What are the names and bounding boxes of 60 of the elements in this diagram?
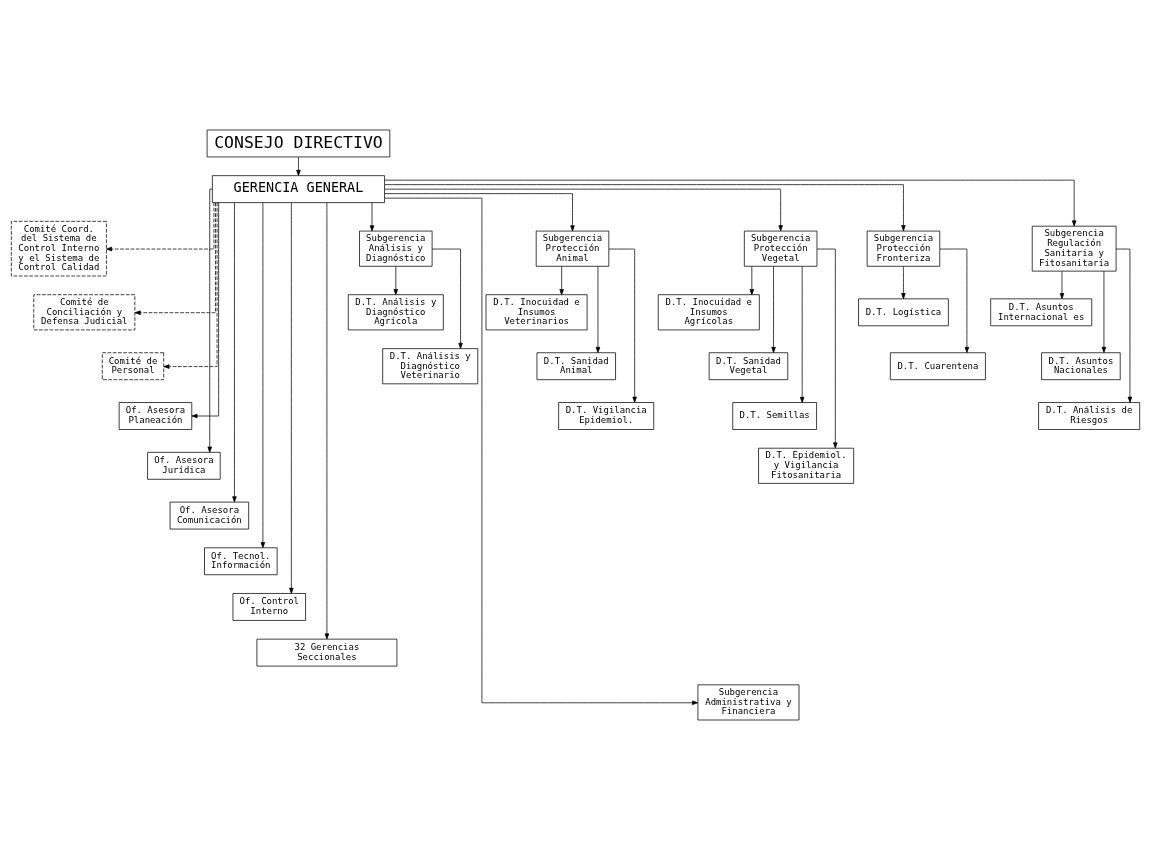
arrow (595, 265, 601, 353)
node-box: D.T. Inocuidad e Insumos Veterinarios (485, 294, 588, 331)
node-box: Comité Coord. del Sistema de Control Interno y el Sistema de Control Calidad (10, 220, 107, 277)
arrow (369, 202, 375, 232)
arrow (384, 193, 575, 232)
arrow (816, 248, 838, 449)
arrow (749, 266, 755, 296)
arrow (134, 202, 216, 315)
node-box: Of. Tecnol. Información (204, 547, 278, 576)
arrow (384, 184, 906, 232)
node-box: Of. Asesora Planeación (118, 402, 193, 430)
arrow (232, 202, 237, 503)
node-box: D.T. Semillas (732, 402, 817, 430)
arrow (384, 197, 699, 705)
node-box: Comité de Conciliación y Defensa Judicial (33, 294, 136, 331)
node-box: 32 Gerencias Seccionales (256, 638, 398, 667)
node-box: D.T. Análisis y Diagnóstico Veterinario (382, 348, 479, 385)
arrow (901, 266, 906, 300)
arrow (296, 156, 301, 176)
node-box: Of. Asesora Jurídica (147, 451, 221, 480)
arrow (1059, 270, 1065, 300)
node-box: D.T. Sanidad Animal (536, 352, 616, 381)
node-box: Comité de Personal (101, 352, 165, 381)
node-box: D.T. Cuarentena (889, 352, 986, 381)
node-box: D.T. Asuntos Internacional es (990, 298, 1093, 327)
arrow (324, 202, 330, 640)
arrow (1101, 270, 1107, 353)
node-box: Subgerencia Protección Animal (535, 230, 610, 267)
node-box: Subgerencia Análisis y Diagnóstico (359, 230, 433, 267)
node-box: D.T. Vigilancia Epidemiol. (558, 402, 655, 430)
node-box: D.T. Epidemiol. y Vigilancia Fitosanitaria (758, 447, 855, 484)
arrow (289, 202, 294, 594)
node-box: D.T. Asuntos Nacionales (1041, 352, 1121, 381)
arrow (384, 179, 1077, 227)
arrow (431, 248, 463, 349)
node-box: Of. Asesora Comunicación (169, 501, 250, 530)
arrow (163, 202, 218, 369)
arrow (393, 266, 398, 296)
arrow (939, 248, 970, 353)
node-box: Subgerencia Administrativa y Financiera (697, 684, 800, 721)
node-box: D.T. Inocuidad e Insumos Agrícolas (657, 294, 760, 331)
node-box: D.T. Logística (858, 298, 949, 327)
arrow (559, 266, 564, 296)
node-box: D.T. Análisis y Diagnóstico Agrícola (347, 294, 444, 331)
node-box: GERENCIA GENERAL (212, 175, 385, 203)
node-box: Subgerencia Regulación Sanitaria y Fitosanitaria (1031, 225, 1117, 272)
node-box: D.T. Análisis de Riesgos (1038, 402, 1141, 430)
arrow (207, 188, 213, 453)
arrow (106, 202, 215, 252)
arrow (384, 188, 783, 232)
arrow (191, 202, 220, 419)
node-box: Subgerencia Protección Vegetal (743, 230, 818, 267)
arrow (799, 266, 805, 403)
node-box: CONSEJO DIRECTIVO (206, 129, 391, 158)
arrow (260, 202, 266, 549)
arrow (771, 265, 776, 353)
node-box: Of. Control Interno (232, 593, 306, 621)
node-box: D.T. Sanidad Vegetal (708, 352, 789, 381)
arrow (608, 248, 637, 403)
node-box: Subgerencia Protección Fronteriza (866, 230, 941, 267)
